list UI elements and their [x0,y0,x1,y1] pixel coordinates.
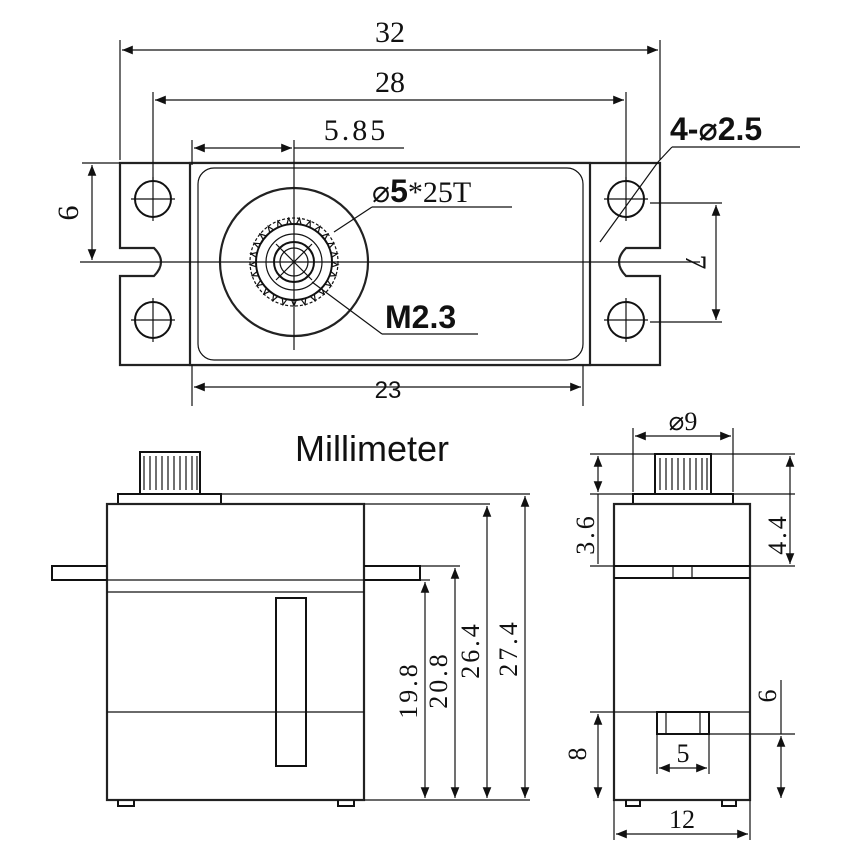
mounting-hole [131,298,175,342]
mounting-tab-left [51,565,107,581]
front-view: 19.8 20.8 26.4 27.4 [51,451,530,807]
spline-spec-label: ⌀5*25T [372,173,471,209]
side-output-spline [654,453,712,495]
spline-teeth [248,216,340,308]
dim-horn-height-right: 4.4 [763,513,792,555]
dim-height-lower: 20.8 [424,651,453,709]
output-spline [139,451,201,495]
dim-hole-vertical-spacing: 7 [679,255,712,270]
side-case [612,502,752,802]
dim-tab-height: 6 [52,206,85,221]
dim-cable-height: 6 [753,690,782,703]
servo-case [105,502,366,802]
dim-shaft-offset: 5.85 [324,114,389,147]
dim-overall-width: 32 [375,16,405,49]
mounting-flange-outline [118,161,662,367]
mounting-hole [131,177,175,221]
gear-boss [117,493,222,505]
dim-hole-spacing: 28 [375,66,405,99]
unit-label: Millimeter [295,428,449,469]
dim-height-total: 27.4 [494,619,523,677]
dim-body-width: 23 [375,377,402,404]
cable-exit [656,711,710,735]
dim-horn-height-left: 3.6 [571,513,600,555]
mounting-hole [604,177,648,221]
screw-spec-label: M2.3 [385,299,456,335]
dim-case-width: 12 [669,805,695,834]
mounting-hole [604,298,648,342]
dim-height-flange: 19.8 [394,661,423,719]
servo-body-inner [197,167,584,361]
dim-height-case: 26.4 [456,621,485,679]
top-view: 32 28 5.85 4-⌀2.5 ⌀5*25T M2.3 6 [52,16,800,406]
case-label-slot [275,597,307,767]
dim-cable-width: 5 [677,739,690,768]
side-view: ⌀9 3.6 4.4 6 8 5 12 [563,407,795,840]
mounting-tab-right [364,565,421,581]
dim-bottom-height: 8 [563,748,592,761]
dim-horn-diameter: ⌀9 [669,407,698,436]
hole-spec-label: 4-⌀2.5 [670,111,762,147]
